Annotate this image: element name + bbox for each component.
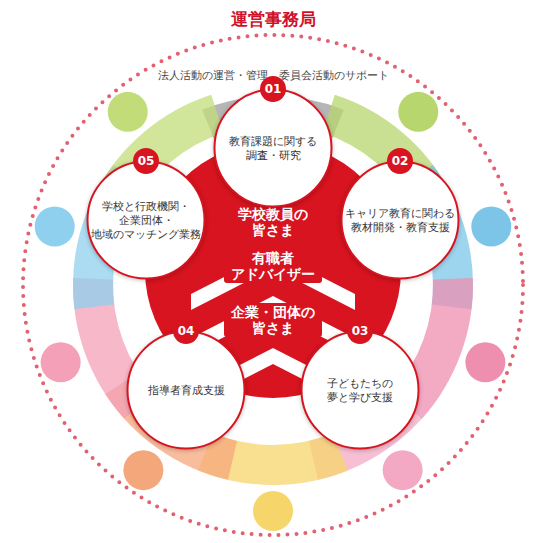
person-head bbox=[253, 491, 293, 531]
task-circle: 01教育課題に関する 調査・研究 bbox=[213, 88, 333, 208]
audience-label: 企業・団体の 皆さま bbox=[224, 303, 322, 337]
circle-shape bbox=[300, 330, 420, 450]
task-text: 指導者育成支援 bbox=[130, 383, 242, 397]
task-text: 教育課題に関する 調査・研究 bbox=[217, 134, 329, 162]
audience-label: 有職者 アドバイザー bbox=[224, 249, 322, 283]
task-circle: 05学校と行政機関・ 企業団体・ 地域のマッチング業務 bbox=[86, 160, 206, 280]
callout-number: 05 bbox=[133, 148, 159, 174]
task-circle: 02キャリア教育に関わる 教材開発・教育支援 bbox=[340, 160, 460, 280]
dotted-ring bbox=[23, 35, 523, 535]
task-text: 学校と行政機関・ 企業団体・ 地域のマッチング業務 bbox=[90, 199, 202, 242]
callout-number: 01 bbox=[260, 76, 286, 102]
circle-shape bbox=[340, 160, 460, 280]
person-head bbox=[398, 92, 438, 132]
person-head bbox=[123, 450, 163, 490]
task-text: 子どもたちの 夢と学び支援 bbox=[304, 376, 416, 404]
title: 運営事務局 bbox=[225, 8, 322, 31]
task-circle: 04指導者育成支援 bbox=[126, 330, 246, 450]
person-head bbox=[383, 450, 423, 490]
callout-number: 02 bbox=[387, 148, 413, 174]
callout-number: 04 bbox=[173, 318, 199, 344]
person-head bbox=[471, 207, 511, 247]
person-head bbox=[108, 92, 148, 132]
person-head bbox=[35, 207, 75, 247]
task-text: キャリア教育に関わる 教材開発・教育支援 bbox=[344, 206, 456, 234]
person-head bbox=[41, 342, 81, 382]
audience-label: 学校教員の 皆さま bbox=[224, 205, 322, 239]
task-circle: 03子どもたちの 夢と学び支援 bbox=[300, 330, 420, 450]
callout-number: 03 bbox=[347, 318, 373, 344]
person-head bbox=[465, 342, 505, 382]
circle-shape bbox=[213, 88, 333, 208]
